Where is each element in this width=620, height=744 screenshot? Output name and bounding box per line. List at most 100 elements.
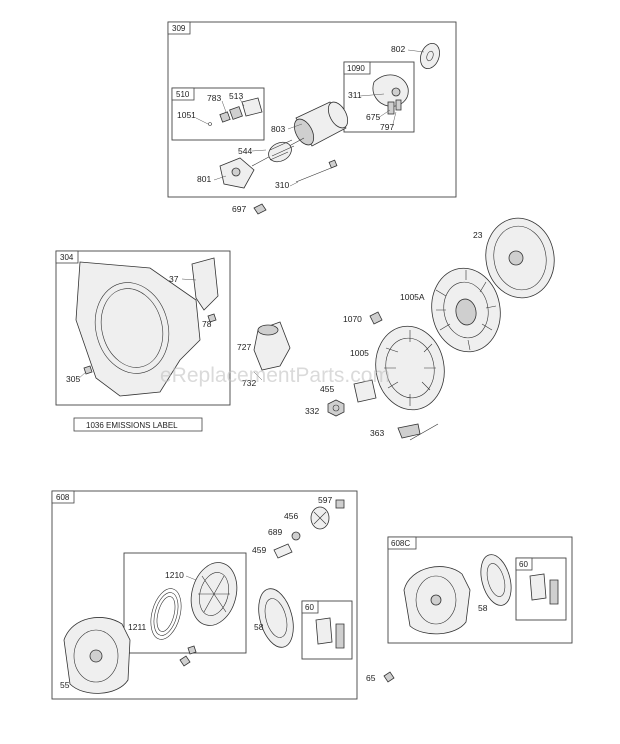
part-456-drawing xyxy=(310,506,330,530)
end-cap-drawing xyxy=(372,74,409,115)
label-455: 455 xyxy=(320,384,334,394)
frame-60a xyxy=(301,600,353,660)
box-label-1090: 1090 xyxy=(347,64,365,73)
spring-1211-drawing xyxy=(150,588,182,640)
screw-1070-drawing xyxy=(369,311,383,325)
label-1005a: 1005A xyxy=(400,292,425,302)
frame-608c xyxy=(387,536,573,644)
watermark: eReplacementParts.com xyxy=(160,364,390,387)
tag-510 xyxy=(171,87,195,101)
tag-60b xyxy=(515,557,533,571)
label-783: 783 xyxy=(207,93,221,103)
box-label-510: 510 xyxy=(176,90,190,99)
label-802: 802 xyxy=(391,44,405,54)
label-311: 311 xyxy=(348,90,362,100)
part-459-drawing xyxy=(273,543,293,559)
tag-1090 xyxy=(343,61,371,75)
armature-drawing xyxy=(251,137,305,167)
label-332: 332 xyxy=(305,406,319,416)
recoil-housing-55-drawing xyxy=(63,617,131,694)
blower-housing-304: 304 37 78 305 xyxy=(55,250,231,406)
emissions-label-text: 1036 EMISSIONS LABEL xyxy=(86,421,178,430)
frame-pulley-group xyxy=(123,552,247,654)
nut-332-drawing xyxy=(327,399,345,417)
pulley-1210-drawing xyxy=(190,562,238,626)
label-305: 305 xyxy=(66,374,80,384)
frame-309 xyxy=(167,21,457,198)
label-1070: 1070 xyxy=(343,314,362,324)
screw-78-drawing xyxy=(207,313,217,323)
label-803: 803 xyxy=(271,124,285,134)
label-459: 459 xyxy=(252,545,266,555)
label-1005: 1005 xyxy=(350,348,369,358)
frame-60b xyxy=(515,557,567,621)
tag-309 xyxy=(167,21,191,35)
label-732: 732 xyxy=(242,378,256,388)
tag-608c xyxy=(387,536,417,550)
washer-802-drawing xyxy=(420,43,440,69)
box-label-608: 608 xyxy=(56,493,70,502)
box-label-309: 309 xyxy=(172,24,186,33)
screw-697: 697 xyxy=(232,203,267,215)
flywheel-23-drawing xyxy=(485,217,555,299)
muffler-727-drawing xyxy=(253,321,291,371)
frame-1090 xyxy=(343,61,415,133)
emissions-label-tag: 1036 EMISSIONS LABEL xyxy=(73,417,203,432)
part-597-drawing xyxy=(335,499,345,509)
label-55: 55 xyxy=(60,680,70,690)
brush-parts-drawing xyxy=(208,97,263,126)
frame-510 xyxy=(171,87,265,141)
label-1210: 1210 xyxy=(165,570,184,580)
label-797: 797 xyxy=(380,122,394,132)
recoil-housing-608c-drawing xyxy=(403,566,471,635)
label-727: 727 xyxy=(237,342,251,352)
screw-608-drawing xyxy=(179,655,191,667)
screw-608b-drawing xyxy=(187,645,197,655)
label-597: 597 xyxy=(318,495,332,505)
handle-60b-drawing xyxy=(529,573,547,601)
label-801: 801 xyxy=(197,174,211,184)
blower-housing-drawing xyxy=(75,261,201,397)
box-label-304: 304 xyxy=(60,253,74,262)
label-37: 37 xyxy=(169,274,179,284)
label-58b: 58 xyxy=(478,603,488,613)
label-23: 23 xyxy=(473,230,483,240)
box-label-608c: 608C xyxy=(391,539,410,548)
part-689-drawing xyxy=(291,531,301,541)
brush-bracket-drawing xyxy=(219,157,255,189)
grip-60b-drawing xyxy=(549,579,559,605)
box-label-60b: 60 xyxy=(519,560,528,569)
label-689: 689 xyxy=(268,527,282,537)
through-bolt-drawing xyxy=(295,159,338,183)
grip-60a-drawing xyxy=(335,623,345,649)
label-310: 310 xyxy=(275,180,289,190)
label-1211: 1211 xyxy=(128,622,147,632)
part-363-drawing xyxy=(397,423,439,441)
frame-608 xyxy=(51,490,358,700)
label-363: 363 xyxy=(370,428,384,438)
label-675: 675 xyxy=(366,112,380,122)
frame-304 xyxy=(55,250,231,406)
screw-65: 65 xyxy=(366,671,395,683)
pulley-58a-drawing xyxy=(258,588,294,648)
handle-60a-drawing xyxy=(315,617,333,645)
label-78: 78 xyxy=(202,319,212,329)
pulley-58b-drawing xyxy=(480,554,512,606)
deflector-37-drawing xyxy=(191,257,219,311)
label-544: 544 xyxy=(238,146,252,156)
fan-1005a-drawing xyxy=(431,267,501,353)
starter-assembly-309: 309 510 1090 xyxy=(167,21,457,198)
label-58a: 58 xyxy=(254,622,264,632)
label-1051: 1051 xyxy=(177,110,196,120)
fan-1005-drawing xyxy=(375,325,445,411)
label-65: 65 xyxy=(366,673,376,683)
label-697: 697 xyxy=(232,204,246,214)
part-455-drawing xyxy=(353,379,377,403)
box-label-60a: 60 xyxy=(305,603,314,612)
tag-608 xyxy=(51,490,75,504)
recoil-starter-608c: 608C 60 58 xyxy=(387,536,573,644)
tag-60a xyxy=(301,600,319,614)
starter-housing-drawing xyxy=(293,101,349,147)
label-456: 456 xyxy=(284,511,298,521)
